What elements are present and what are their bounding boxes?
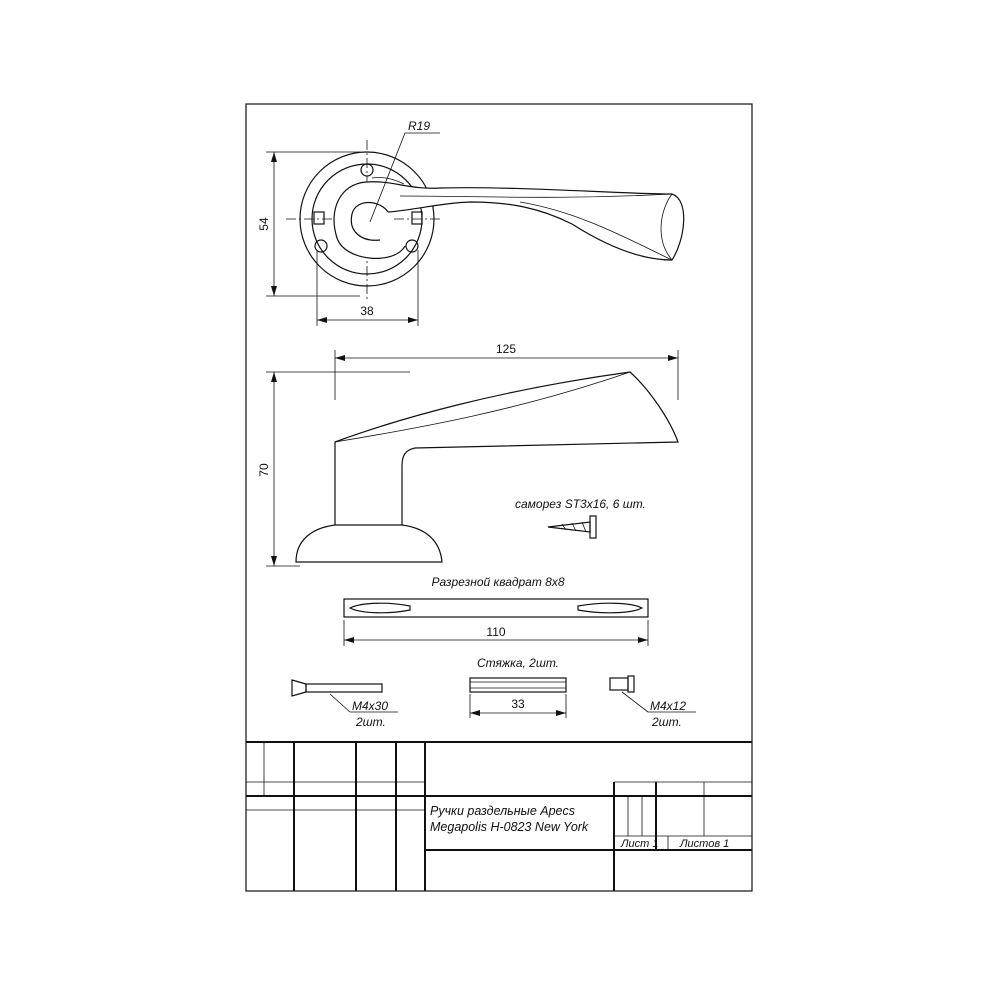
dim-33-label: 33	[511, 697, 525, 711]
square-bar-part: Разрезной квадрат 8x8 110	[343, 575, 649, 646]
tie-part: Стяжка, 2шт. 33	[469, 656, 567, 718]
screw-hole-bottom-right	[405, 239, 419, 253]
bolt-long-leader	[329, 693, 351, 713]
bolt-long-head	[291, 679, 307, 697]
radius-arc-mark	[371, 177, 405, 185]
tie-body	[469, 677, 567, 693]
bolt-long-size: M4x30	[352, 699, 388, 713]
title-block: Ручки раздельные Apecs Megapolis H-0823 …	[246, 741, 752, 891]
bolt-long-qty: 2шт.	[355, 715, 386, 729]
bolt-short-leader	[621, 691, 649, 713]
screw-holes	[313, 163, 423, 253]
bolt-short-body	[609, 677, 629, 691]
screw-thread-1	[561, 523, 567, 531]
screw-thread-3	[581, 521, 587, 533]
top-view: R19 54 38	[257, 119, 685, 326]
bolt-short-head	[627, 675, 635, 693]
lever-top-outline	[333, 181, 685, 261]
screw-head	[589, 515, 597, 539]
screw-label: саморез ST3x16, 6 шт.	[515, 497, 646, 511]
lever-neck-curve	[350, 201, 389, 241]
screw-hole-left	[313, 211, 325, 225]
lever-twist-line	[519, 201, 673, 261]
rosette-base-side	[295, 524, 443, 563]
dim-54-label: 54	[257, 217, 271, 231]
tie-label: Стяжка, 2шт.	[477, 656, 559, 670]
side-view: 125 70	[257, 342, 679, 567]
square-bar-slot-left	[348, 602, 411, 614]
screw-hole-top	[360, 163, 374, 177]
square-bar-body	[343, 598, 649, 618]
title-line-2: Megapolis H-0823 New York	[430, 820, 589, 834]
screw-hole-right	[411, 211, 423, 225]
dim-33-arrows	[470, 710, 566, 716]
bolt-long-part: M4x30 2шт.	[291, 679, 398, 729]
bolt-long-shank	[305, 683, 383, 693]
screw-thread-2	[571, 522, 577, 532]
screw-part: саморез ST3x16, 6 шт.	[515, 497, 646, 539]
dim-110-label: 110	[486, 625, 505, 639]
radius-label: R19	[408, 119, 430, 133]
square-bar-label: Разрезной квадрат 8x8	[431, 575, 564, 589]
lever-tip-face	[660, 193, 673, 261]
lever-side-edge	[334, 371, 631, 443]
bolt-short-part: M4x12 2шт.	[609, 675, 696, 729]
lever-top-edge	[399, 193, 673, 198]
title-line-1: Ручки раздельные Apecs	[430, 804, 575, 818]
dim-38-label: 38	[360, 304, 374, 318]
dim-70-label: 70	[257, 463, 271, 477]
radius-leader-line	[369, 132, 406, 223]
sheet-label: Лист 1	[620, 838, 659, 850]
lever-side-outline	[334, 371, 679, 525]
dim-125-label: 125	[496, 342, 516, 356]
square-bar-slot-right	[577, 602, 644, 614]
bolt-short-size: M4x12	[650, 699, 686, 713]
drawing-frame	[245, 103, 753, 892]
sheets-label: Листов 1	[679, 838, 729, 850]
screw-hole-bottom-left	[314, 239, 328, 253]
bolt-short-qty: 2шт.	[651, 715, 682, 729]
